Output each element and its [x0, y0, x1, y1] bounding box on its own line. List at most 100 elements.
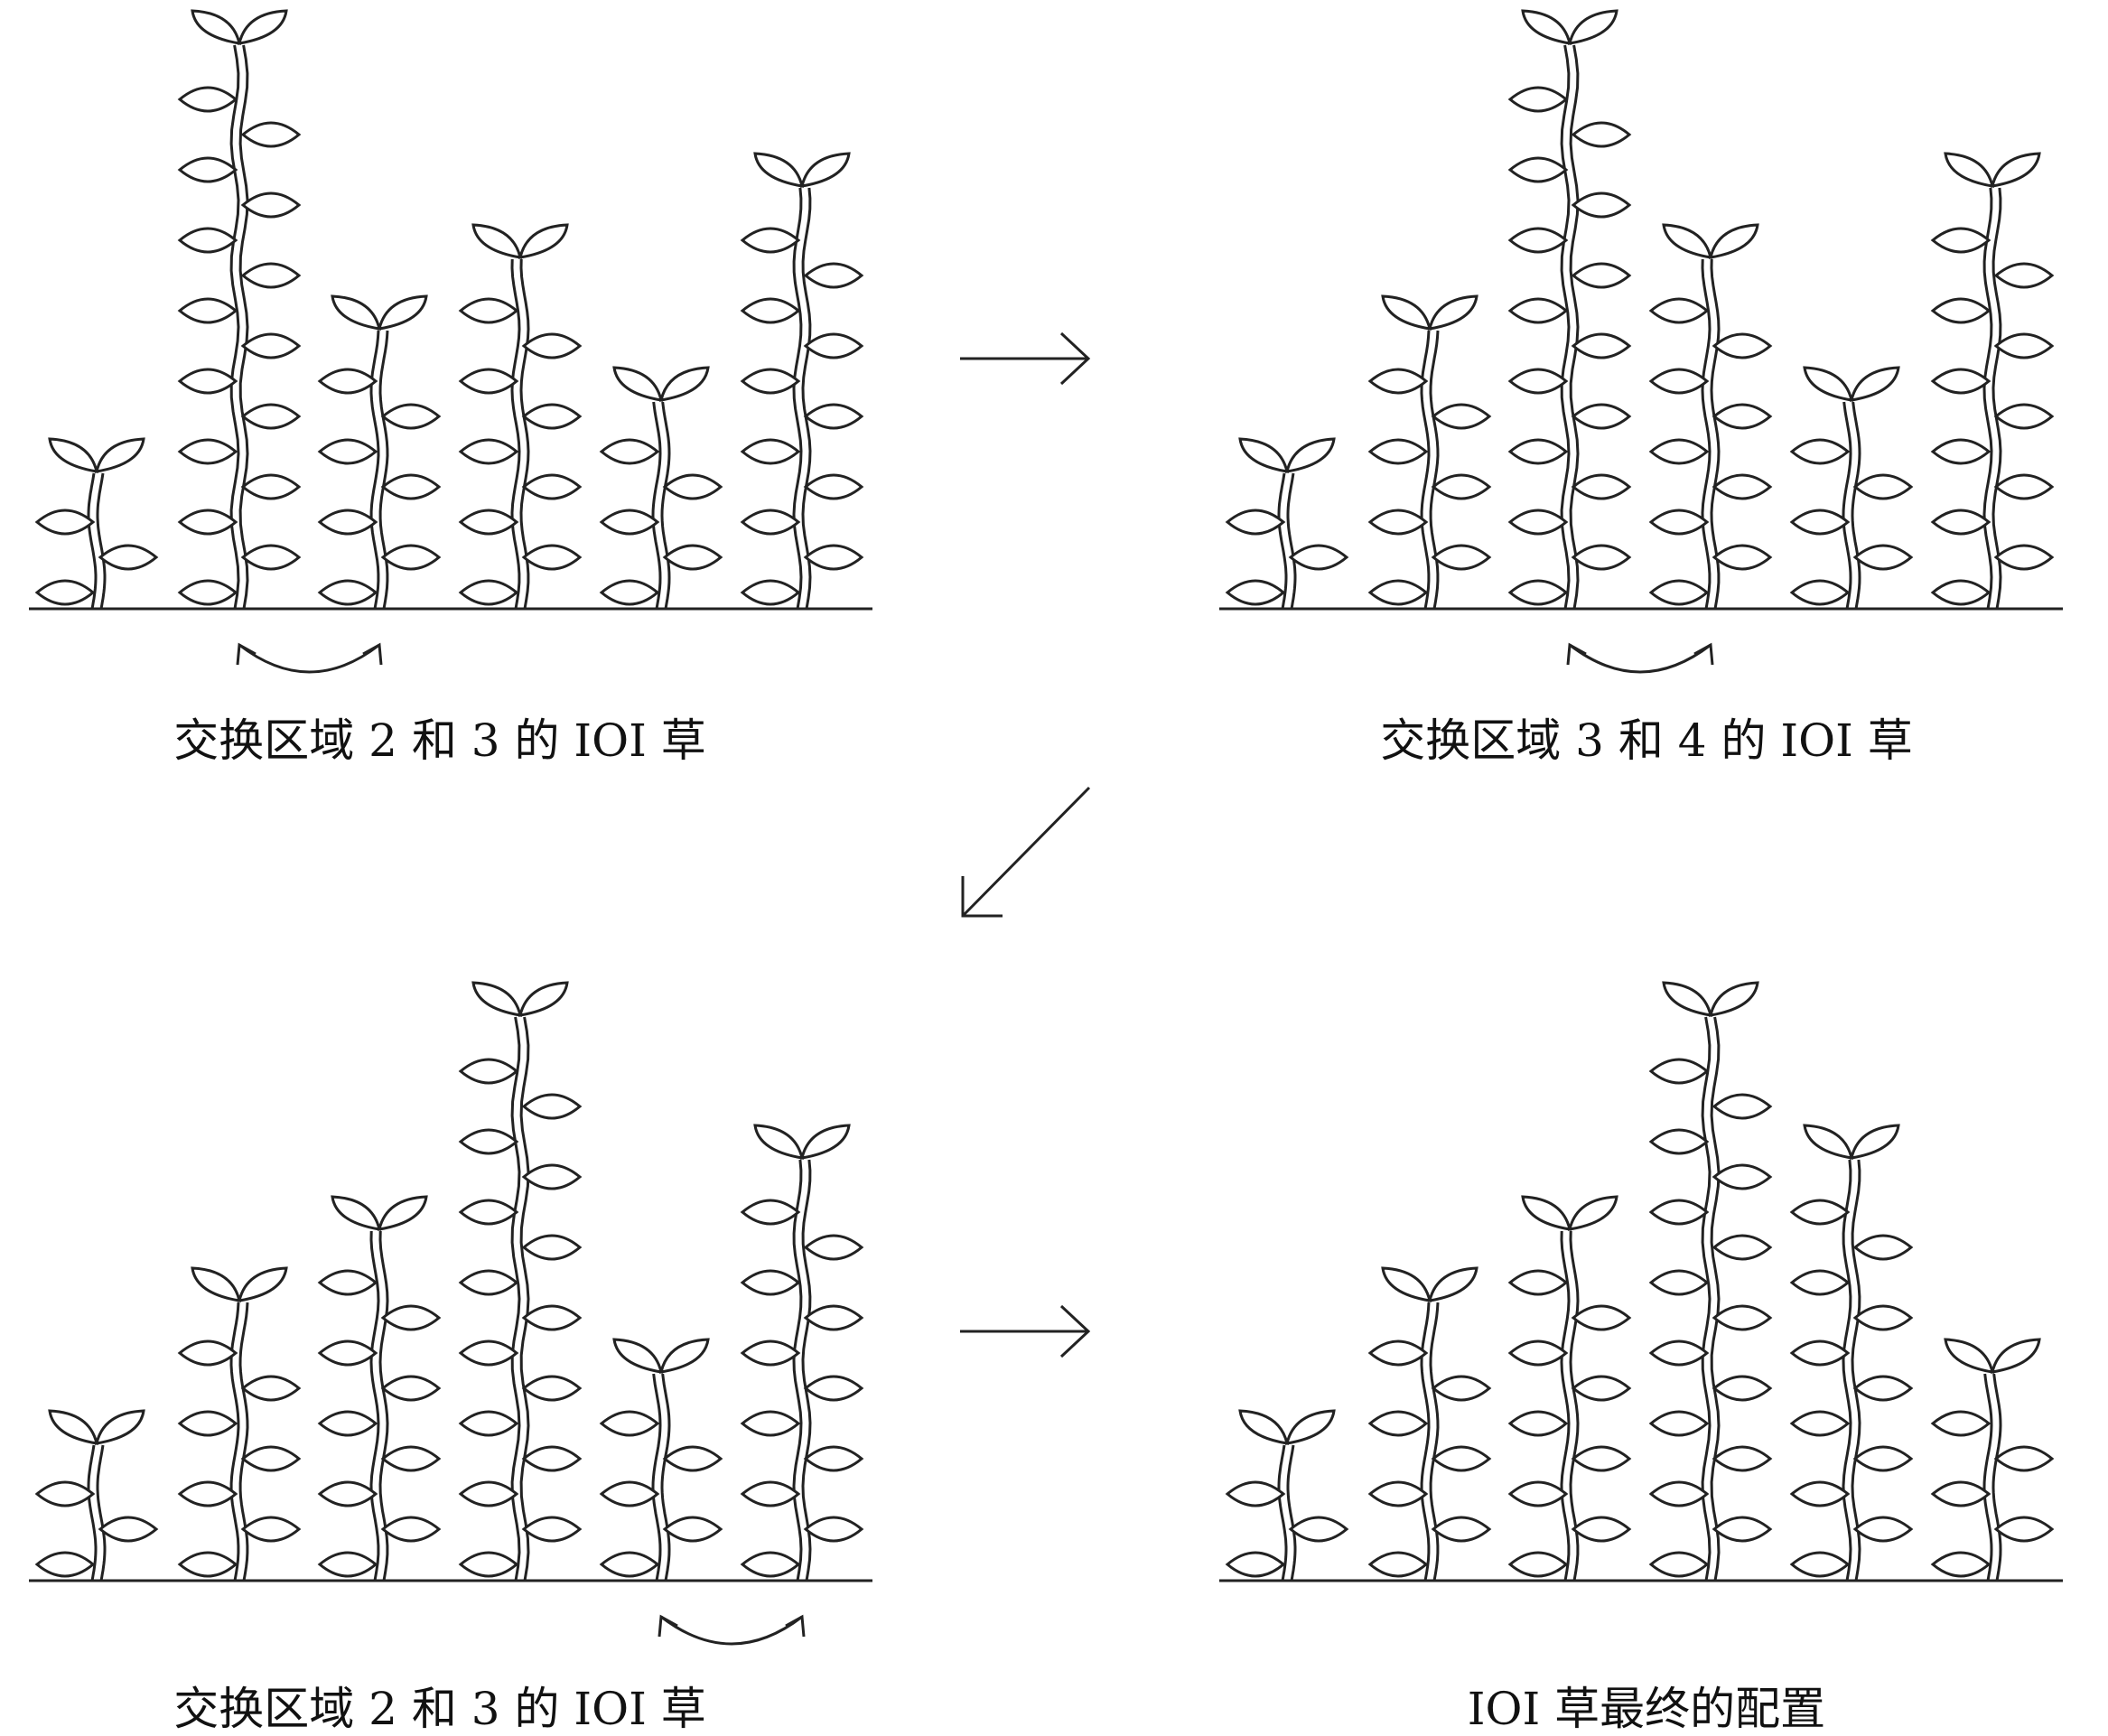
plant-leaf: [1712, 1163, 1773, 1190]
plant-region-1: [1225, 1409, 1349, 1582]
plant-leaf: [317, 1269, 378, 1296]
plant-leaf: [458, 1339, 519, 1367]
plant-leaf: [177, 368, 238, 395]
plant-region-2: [1367, 294, 1492, 610]
plant-region-6: [1930, 152, 2055, 610]
plant-leaf: [1571, 473, 1632, 500]
plant-leaf: [803, 473, 864, 500]
plant-leaf: [458, 1410, 519, 1437]
plant-leaf: [177, 1339, 238, 1367]
plant-leaf: [1712, 1516, 1773, 1543]
plant-leaf: [1648, 1128, 1710, 1155]
plant-stem: [369, 330, 380, 610]
plant-leaf: [1571, 191, 1632, 219]
plant-leaf: [1852, 1516, 1914, 1543]
plant-region-6: [1930, 1338, 2055, 1582]
plant-region-6: [740, 152, 864, 610]
plant-region-5: [1789, 1124, 1914, 1582]
plant-stem: [519, 1016, 530, 1582]
plant-leaf: [380, 403, 442, 430]
plant-leaf: [1507, 438, 1569, 465]
plant-stem: [651, 1373, 662, 1582]
plant-region-5: [599, 1338, 723, 1582]
plant-leaf: [1571, 1375, 1632, 1402]
plant-leaf: [1930, 368, 1991, 395]
plant-top-leaf: [1991, 1338, 2041, 1374]
plant-leaf: [521, 544, 583, 571]
caption-bottom-right: IOI 草最终的配置: [1467, 1683, 1826, 1735]
plant-region-2: [1367, 1266, 1492, 1582]
plant-leaf: [740, 1480, 801, 1507]
plant-top-leaf: [1381, 294, 1432, 331]
plant-leaf: [521, 473, 583, 500]
plant-region-3: [1507, 9, 1632, 610]
plant-leaf: [662, 1445, 723, 1472]
plant-leaf: [1571, 403, 1632, 430]
plant-stem: [510, 258, 521, 610]
plant-leaf: [317, 1339, 378, 1367]
plant-leaf: [1789, 1480, 1851, 1507]
plant-leaf: [599, 509, 660, 536]
plant-stem: [1991, 187, 2002, 610]
plant-region-4: [1648, 223, 1773, 610]
plant-leaf: [240, 544, 302, 571]
plant-leaf: [240, 191, 302, 219]
plant-leaf: [803, 1516, 864, 1543]
plant-leaf: [240, 1375, 302, 1402]
plant-stem: [510, 1016, 521, 1582]
plant-leaf: [458, 368, 519, 395]
plant-leaf: [599, 438, 660, 465]
plant-top-leaf: [1944, 1338, 1994, 1374]
plant-top-leaf: [518, 981, 569, 1017]
plant-top-leaf: [471, 223, 522, 259]
plant-leaf: [177, 1480, 238, 1507]
plant-leaf: [1789, 1410, 1851, 1437]
plant-stem: [1991, 1373, 2002, 1582]
plant-leaf: [240, 121, 302, 148]
plant-leaf: [240, 332, 302, 359]
plant-stem: [1982, 1373, 1993, 1582]
plant-top-leaf: [1521, 9, 1572, 45]
plant-top-leaf: [1850, 366, 1900, 402]
plant-leaf: [458, 1199, 519, 1226]
plant-leaf: [803, 1304, 864, 1331]
plant-region-4: [1648, 981, 1773, 1582]
plant-leaf: [458, 1480, 519, 1507]
plant-leaf: [1431, 1445, 1492, 1472]
caption-top-right: 交换区域 3 和 4 的 IOI 草: [1380, 714, 1913, 767]
plant-leaf: [458, 1269, 519, 1296]
plant-region-2: [177, 1266, 302, 1582]
swap-arrow: [658, 1614, 806, 1646]
plant-top-leaf: [1803, 366, 1853, 402]
plant-leaf: [803, 1234, 864, 1261]
plant-leaf: [1852, 1375, 1914, 1402]
arrow-top-right-to-bottom-left: [961, 786, 1091, 918]
plant-leaf: [177, 227, 238, 254]
plant-top-leaf: [378, 294, 428, 331]
plant-leaf: [1789, 438, 1851, 465]
plant-leaf: [1431, 473, 1492, 500]
plant-leaf: [240, 1516, 302, 1543]
plant-leaf: [177, 86, 238, 113]
panel-bottom-right: [1219, 981, 2063, 1582]
plant-leaf: [1507, 368, 1569, 395]
plant-leaf: [380, 1445, 442, 1472]
plant-top-leaf: [1568, 9, 1618, 45]
plant-leaf: [177, 297, 238, 324]
plant-top-leaf: [48, 437, 98, 473]
plant-stem: [229, 1302, 240, 1582]
plant-top-leaf: [1285, 1409, 1336, 1445]
plant-leaf: [1993, 544, 2055, 571]
plant-leaf: [1930, 227, 1991, 254]
panel-bottom-left: [29, 981, 872, 1646]
plant-region-6: [740, 1124, 864, 1582]
plant-leaf: [380, 1304, 442, 1331]
plant-leaf: [740, 579, 801, 606]
plant-leaf: [521, 403, 583, 430]
plant-region-5: [1789, 366, 1914, 610]
plant-top-leaf: [331, 294, 381, 331]
plant-stem: [378, 1230, 389, 1582]
plant-leaf: [458, 579, 519, 606]
plant-region-2: [177, 9, 302, 610]
plant-leaf: [1507, 1339, 1569, 1367]
